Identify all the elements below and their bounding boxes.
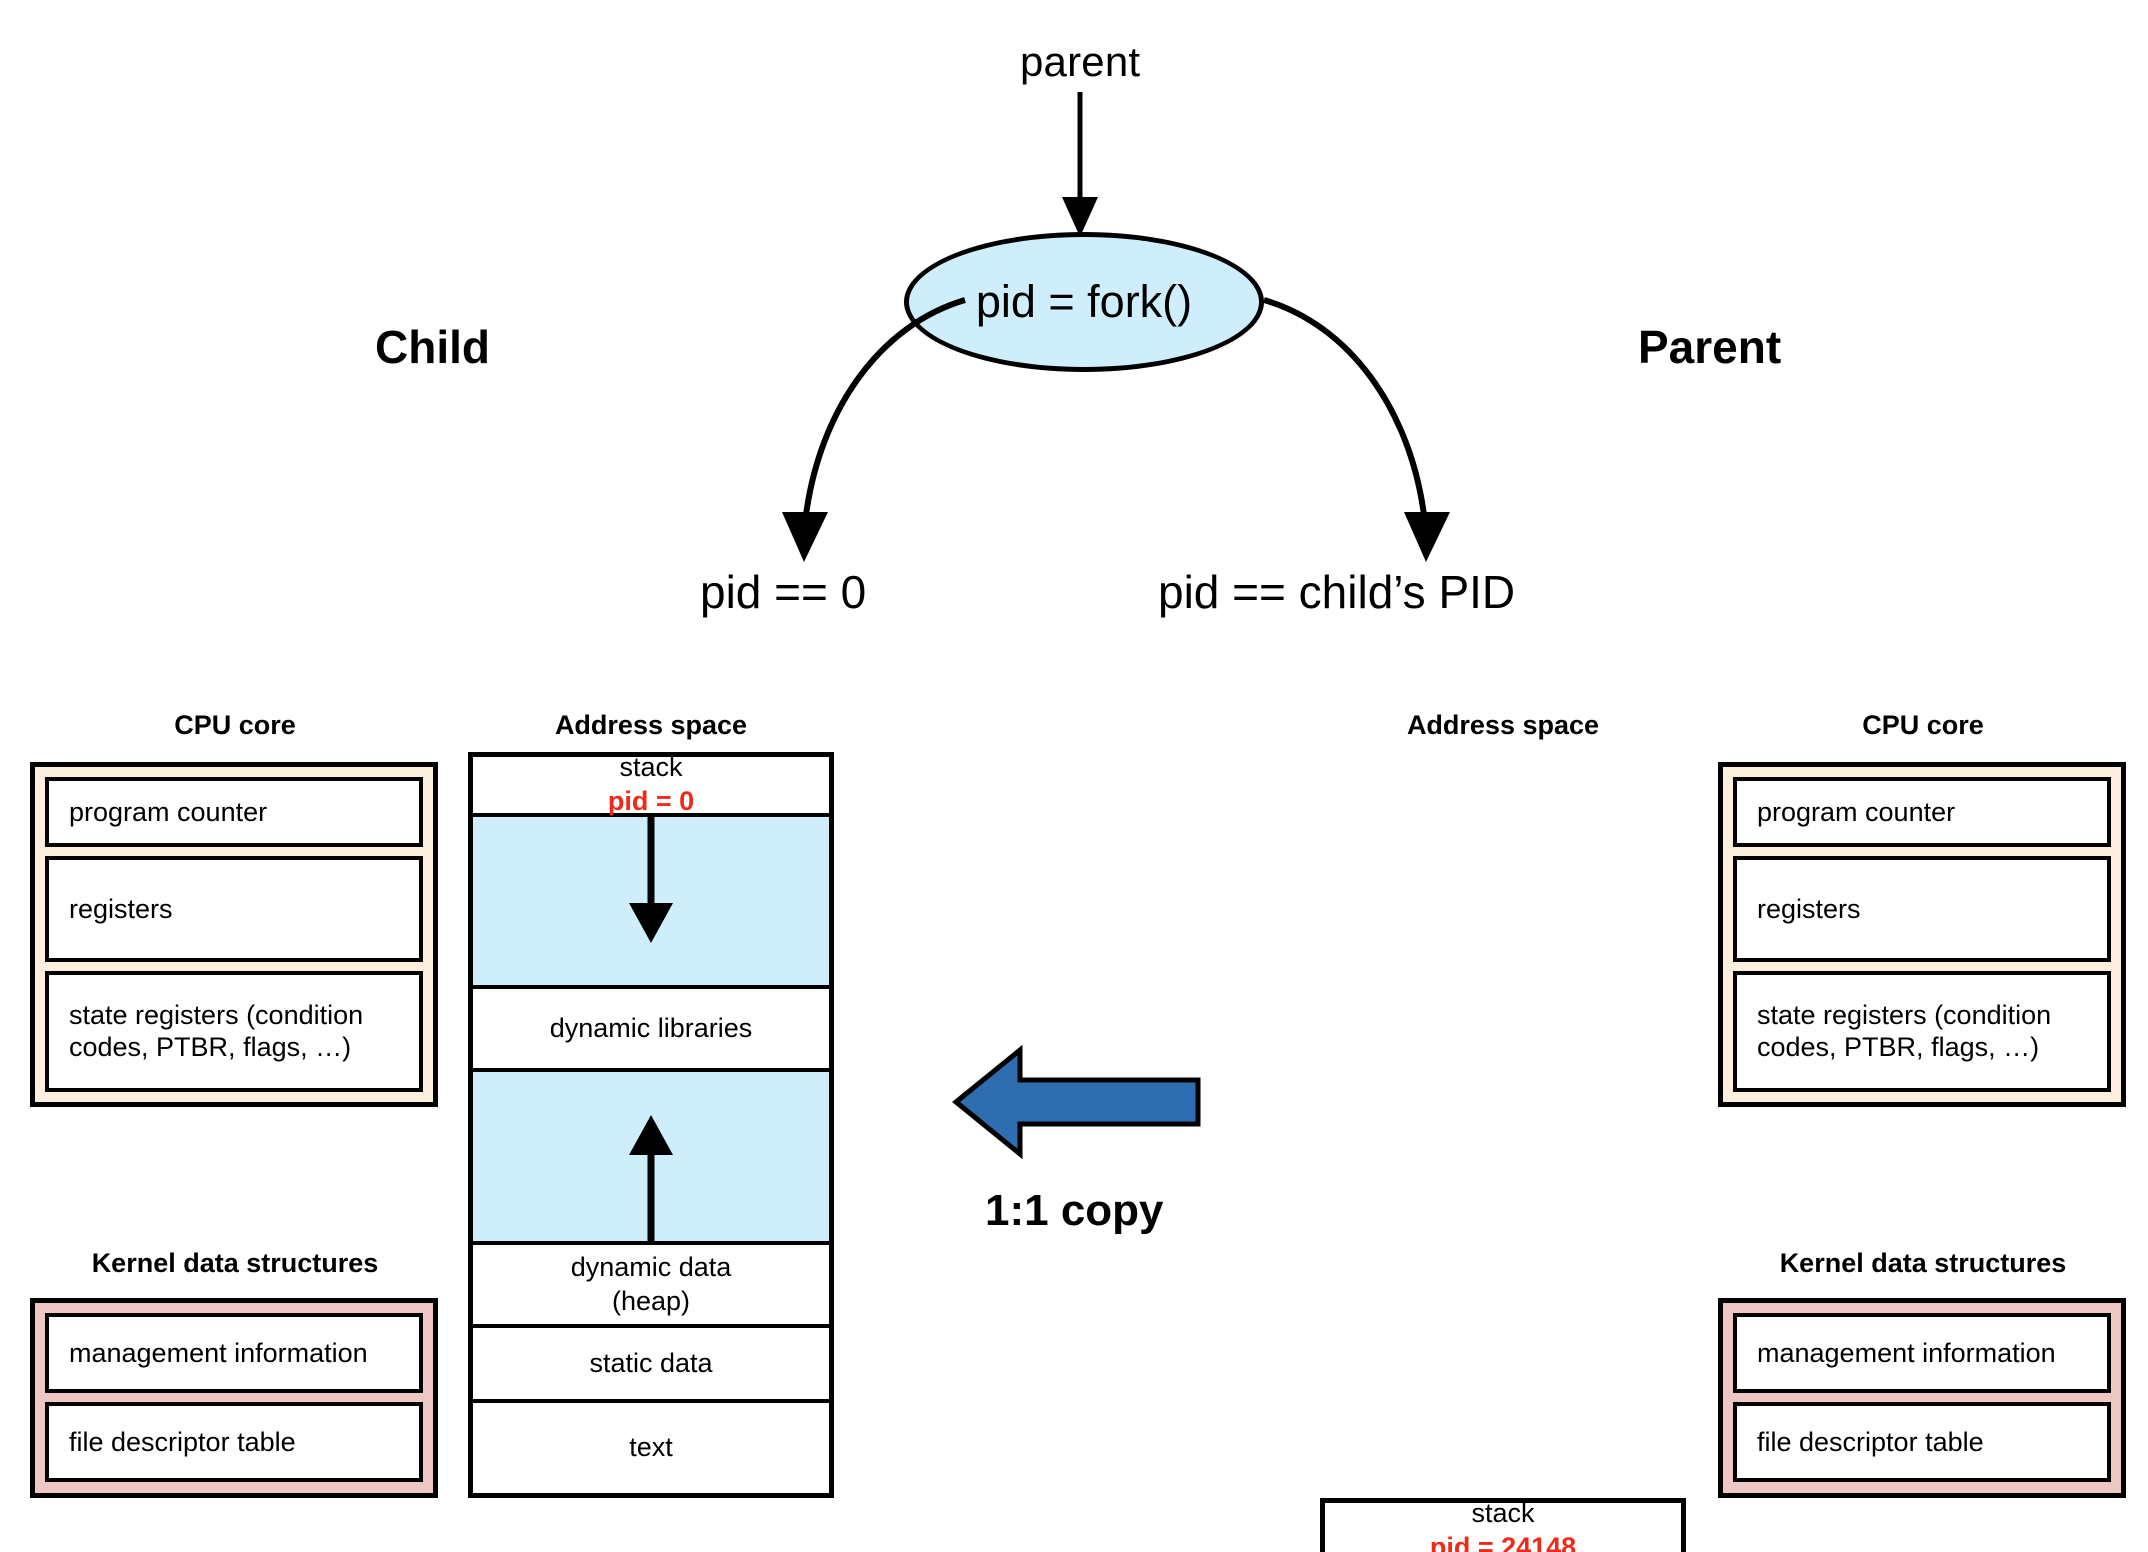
child-state-registers-row: state registers (condition codes, PTBR, … — [45, 970, 423, 1092]
child-segment-static-data: static data — [473, 1328, 829, 1403]
stack-grows-down-arrow — [629, 817, 673, 943]
child-segment-dynamic-data-label-2: (heap) — [611, 1285, 691, 1316]
child-kernel-box: management information file descriptor t… — [30, 1298, 438, 1498]
fork-call-label: pid = fork() — [975, 276, 1193, 327]
child-segment-text-label: text — [629, 1432, 673, 1463]
parent-state-registers-row: state registers (condition codes, PTBR, … — [1733, 970, 2111, 1092]
child-segment-stack-label: stack — [619, 752, 683, 783]
child-segment-gap-upper — [473, 817, 829, 989]
parent-branch-label: pid == child’s PID — [1158, 566, 1516, 618]
child-segment-dynamic-data: dynamic data (heap) — [473, 1245, 829, 1328]
parent-segment-stack-label: stack — [1471, 1498, 1535, 1529]
parent-cpu-core-box: program counter registers state register… — [1718, 762, 2126, 1107]
child-segment-text: text — [473, 1403, 829, 1493]
parent-kernel-box: management information file descriptor t… — [1718, 1298, 2126, 1498]
parent-program-counter-row: program counter — [1733, 777, 2111, 848]
parent-cpu-core-heading: CPU core — [1862, 710, 1984, 740]
parent-file-descriptor-table-row: file descriptor table — [1733, 1402, 2111, 1482]
parent-branch-arrow — [1263, 297, 1450, 562]
parent-to-fork-arrow — [1062, 92, 1098, 237]
child-program-counter-row: program counter — [45, 777, 423, 848]
child-cpu-core-box: program counter registers state register… — [30, 762, 438, 1107]
child-segment-dynamic-libraries-label: dynamic libraries — [549, 1012, 753, 1043]
parent-segment-stack: stack pid = 24148 — [1325, 1498, 1681, 1552]
parent-caption: parent — [1020, 38, 1141, 85]
child-branch-arrow — [782, 297, 966, 562]
child-pid-value: pid = 0 — [607, 786, 695, 816]
parent-address-space-box: stack pid = 24148 dynamic libraries dyna… — [1320, 1498, 1686, 1552]
child-segment-stack: stack pid = 0 — [473, 752, 829, 817]
copy-arrow-icon — [952, 1044, 1201, 1160]
child-segment-dynamic-data-label-1: dynamic data — [570, 1251, 732, 1282]
parent-pid-value: pid = 24148 — [1429, 1532, 1577, 1552]
parent-heading: Parent — [1638, 321, 1782, 373]
child-segment-dynamic-libraries: dynamic libraries — [473, 989, 829, 1072]
child-management-information-row: management information — [45, 1313, 423, 1393]
copy-label: 1:1 copy — [985, 1186, 1164, 1235]
child-cpu-core-heading: CPU core — [174, 710, 296, 740]
child-file-descriptor-table-row: file descriptor table — [45, 1402, 423, 1482]
child-segment-static-data-label: static data — [589, 1347, 713, 1378]
child-kernel-heading: Kernel data structures — [91, 1248, 379, 1278]
child-segment-gap-lower — [473, 1072, 829, 1245]
child-branch-label: pid == 0 — [700, 566, 867, 618]
child-registers-row: registers — [45, 856, 423, 962]
fork-call-node: pid = fork() — [904, 232, 1264, 372]
parent-registers-row: registers — [1733, 856, 2111, 962]
parent-kernel-heading: Kernel data structures — [1779, 1248, 2067, 1278]
child-heading: Child — [375, 321, 490, 373]
child-address-space-heading: Address space — [554, 710, 748, 740]
child-address-space-box: stack pid = 0 dynamic libraries dynamic … — [468, 752, 834, 1498]
heap-grows-up-arrow — [629, 1115, 673, 1241]
parent-management-information-row: management information — [1733, 1313, 2111, 1393]
parent-address-space-heading: Address space — [1406, 710, 1600, 740]
